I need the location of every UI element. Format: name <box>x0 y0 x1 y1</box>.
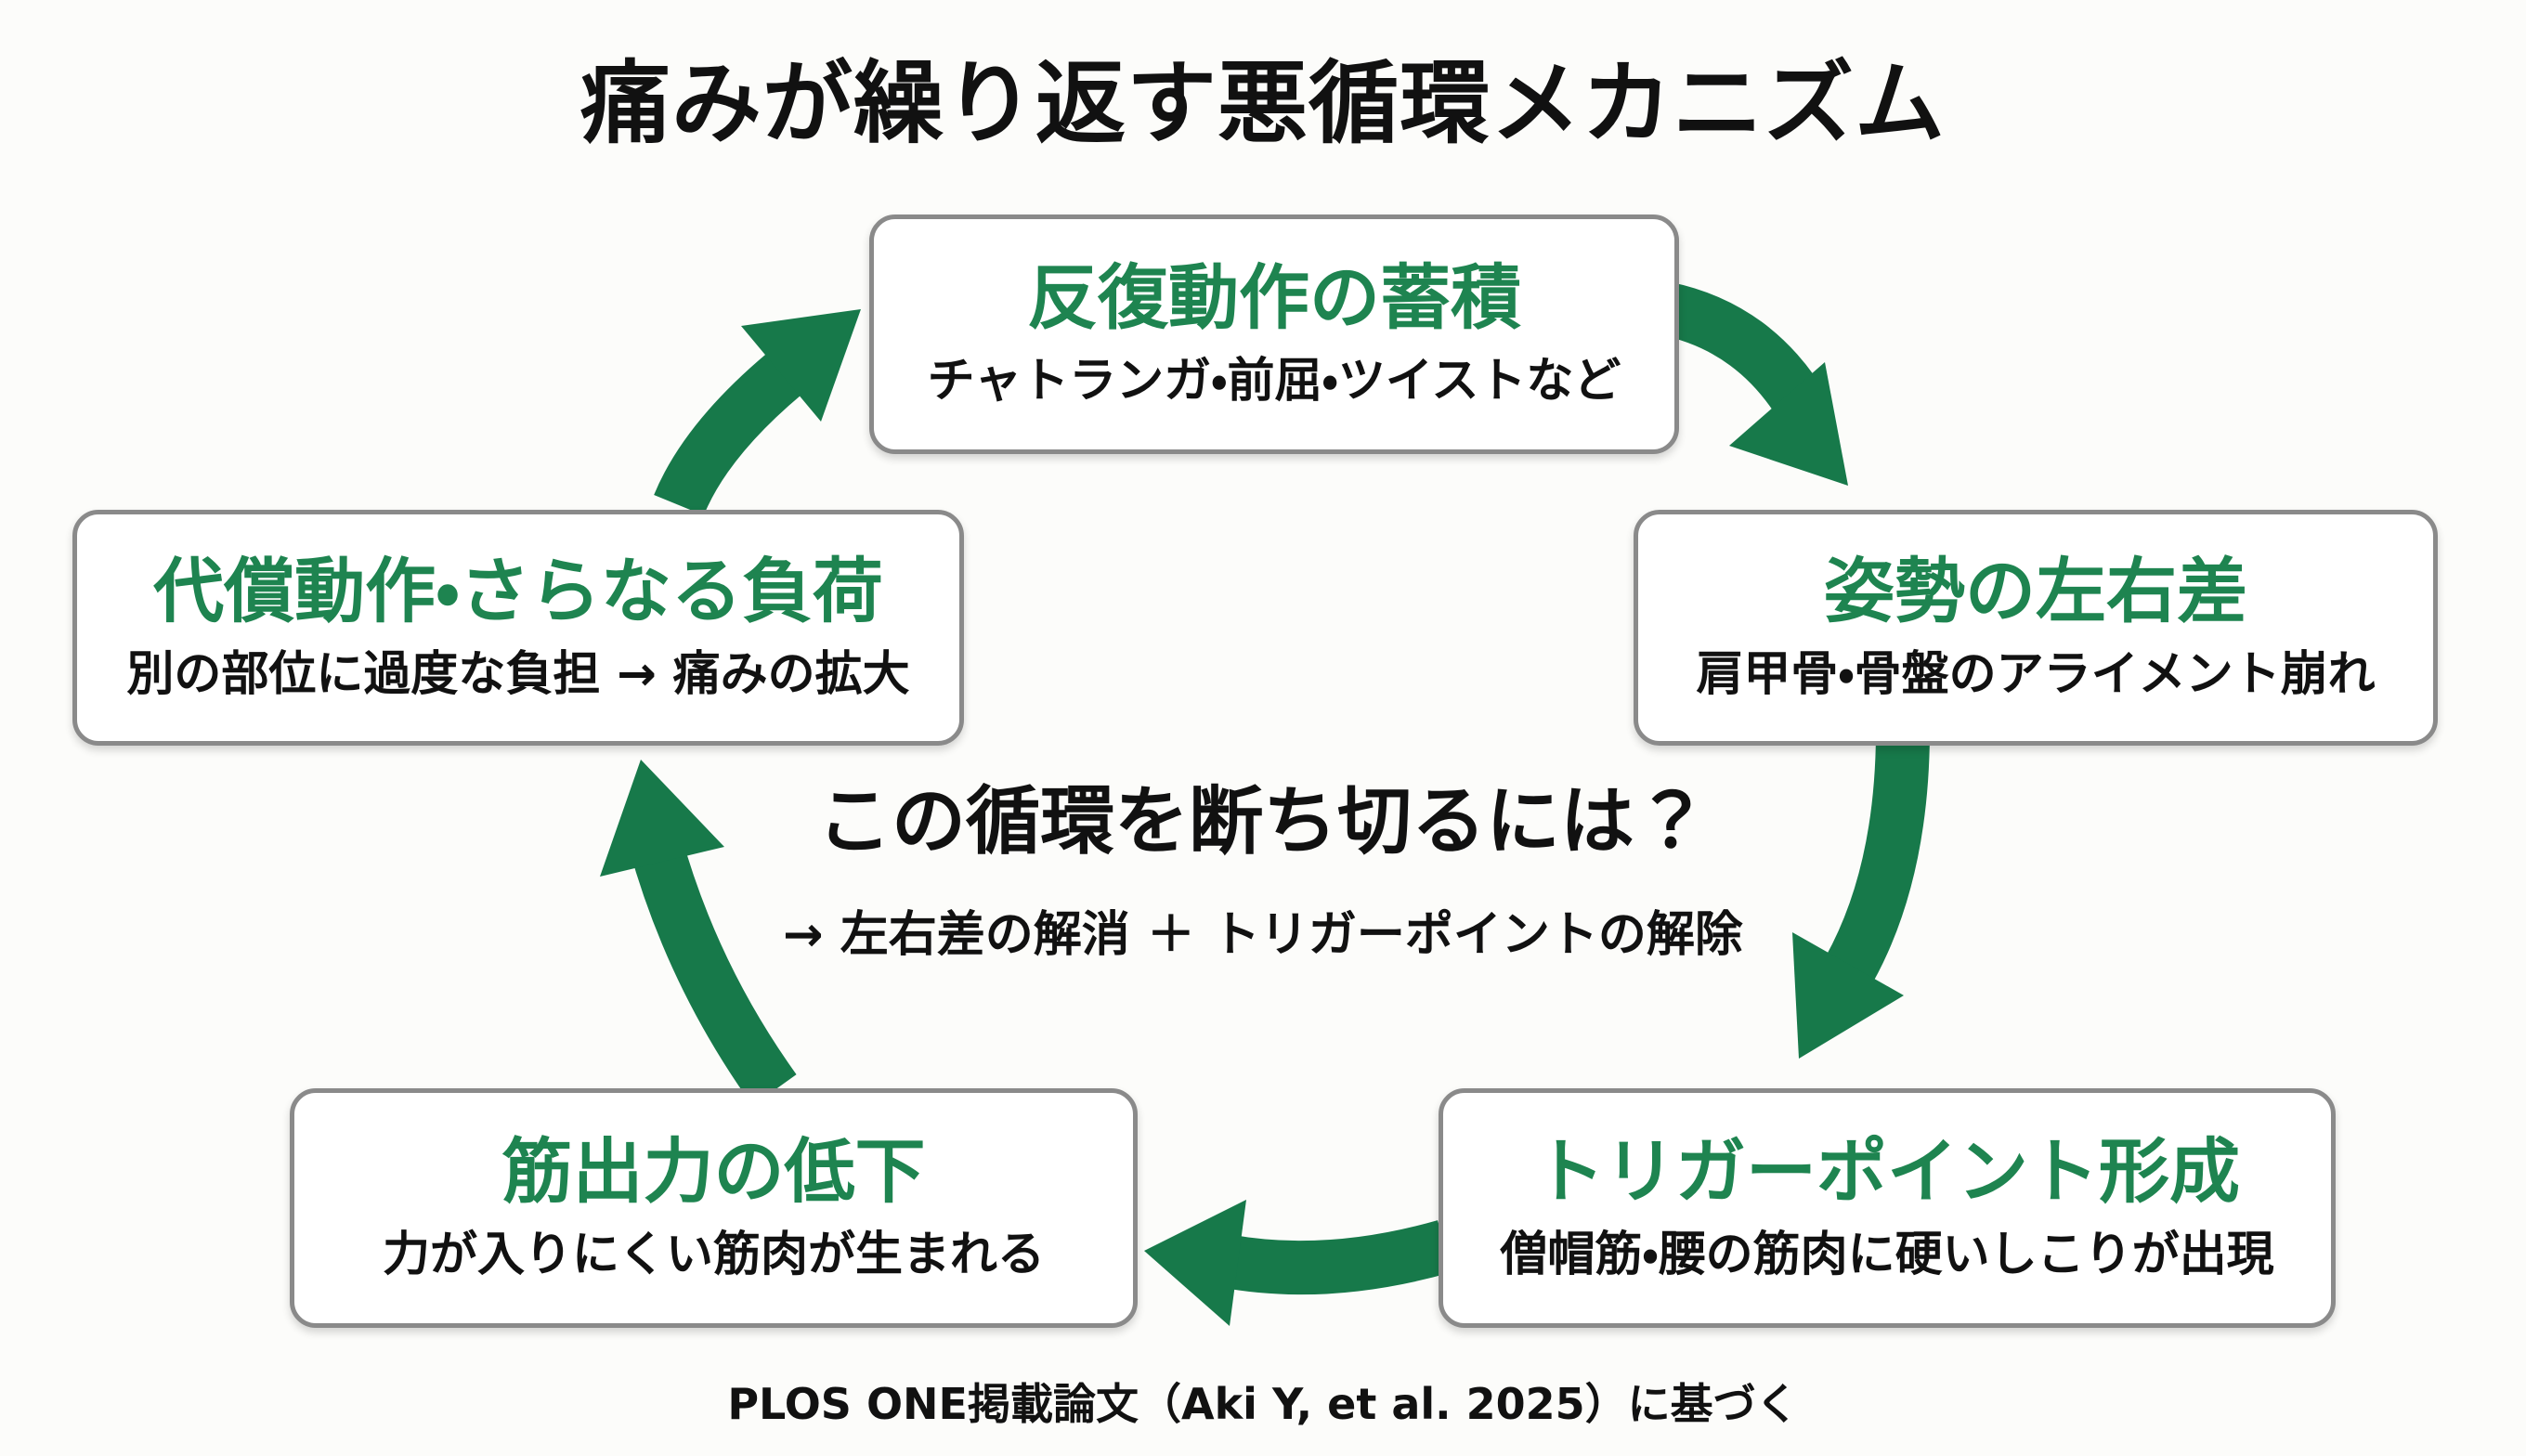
node-muscle-weakness-title: 筋出力の低下 <box>501 1129 926 1213</box>
node-compensation: 代償動作・さらなる負荷 別の部位に過度な負担 → 痛みの拡大 <box>72 510 964 746</box>
node-repetitive-motion: 反復動作の蓄積 チャトランガ・前屈・ツイストなど <box>869 214 1679 454</box>
node-trigger-point: トリガーポイント形成 僧帽筋・腰の筋肉に硬いしこりが出現 <box>1439 1088 2336 1328</box>
node-compensation-subtitle: 別の部位に過度な負担 → 痛みの拡大 <box>126 647 910 703</box>
node-muscle-weakness-subtitle: 力が入りにくい筋肉が生まれる <box>383 1228 1045 1283</box>
center-callout-subtitle: → 左右差の解消 ＋ トリガーポイントの解除 <box>783 907 1743 963</box>
node-posture-asymmetry-title: 姿勢の左右差 <box>1824 549 2247 632</box>
arrow-muscle-to-compensation-icon <box>600 760 797 1106</box>
arrow-repetitive-to-posture-icon <box>1658 281 1848 486</box>
center-callout-title: この循環を断ち切るには？ <box>817 778 1709 864</box>
node-repetitive-motion-title: 反復動作の蓄積 <box>1027 255 1521 339</box>
node-trigger-point-subtitle: 僧帽筋・腰の筋肉に硬いしこりが出現 <box>1500 1228 2274 1283</box>
node-muscle-weakness: 筋出力の低下 力が入りにくい筋肉が生まれる <box>290 1088 1138 1328</box>
center-callout: この循環を断ち切るには？ → 左右差の解消 ＋ トリガーポイントの解除 <box>0 761 2526 965</box>
arrow-compensation-to-repetitive-icon <box>654 309 861 516</box>
source-citation: PLOS ONE掲載論文（Aki Y, et al. 2025）に基づく <box>727 1379 1799 1429</box>
node-posture-asymmetry-subtitle: 肩甲骨・骨盤のアライメント崩れ <box>1696 647 2376 703</box>
page-title: 痛みが繰り返す悪循環メカニズム <box>580 51 1946 156</box>
arrow-trigger-to-muscle-icon <box>1144 1200 1452 1326</box>
node-repetitive-motion-subtitle: チャトランガ・前屈・ツイストなど <box>927 354 1621 410</box>
node-compensation-title: 代償動作・さらなる負荷 <box>153 549 883 632</box>
node-trigger-point-title: トリガーポイント形成 <box>1534 1129 2240 1213</box>
node-posture-asymmetry: 姿勢の左右差 肩甲骨・骨盤のアライメント崩れ <box>1634 510 2438 746</box>
arrow-posture-to-trigger-icon <box>1792 733 1930 1059</box>
